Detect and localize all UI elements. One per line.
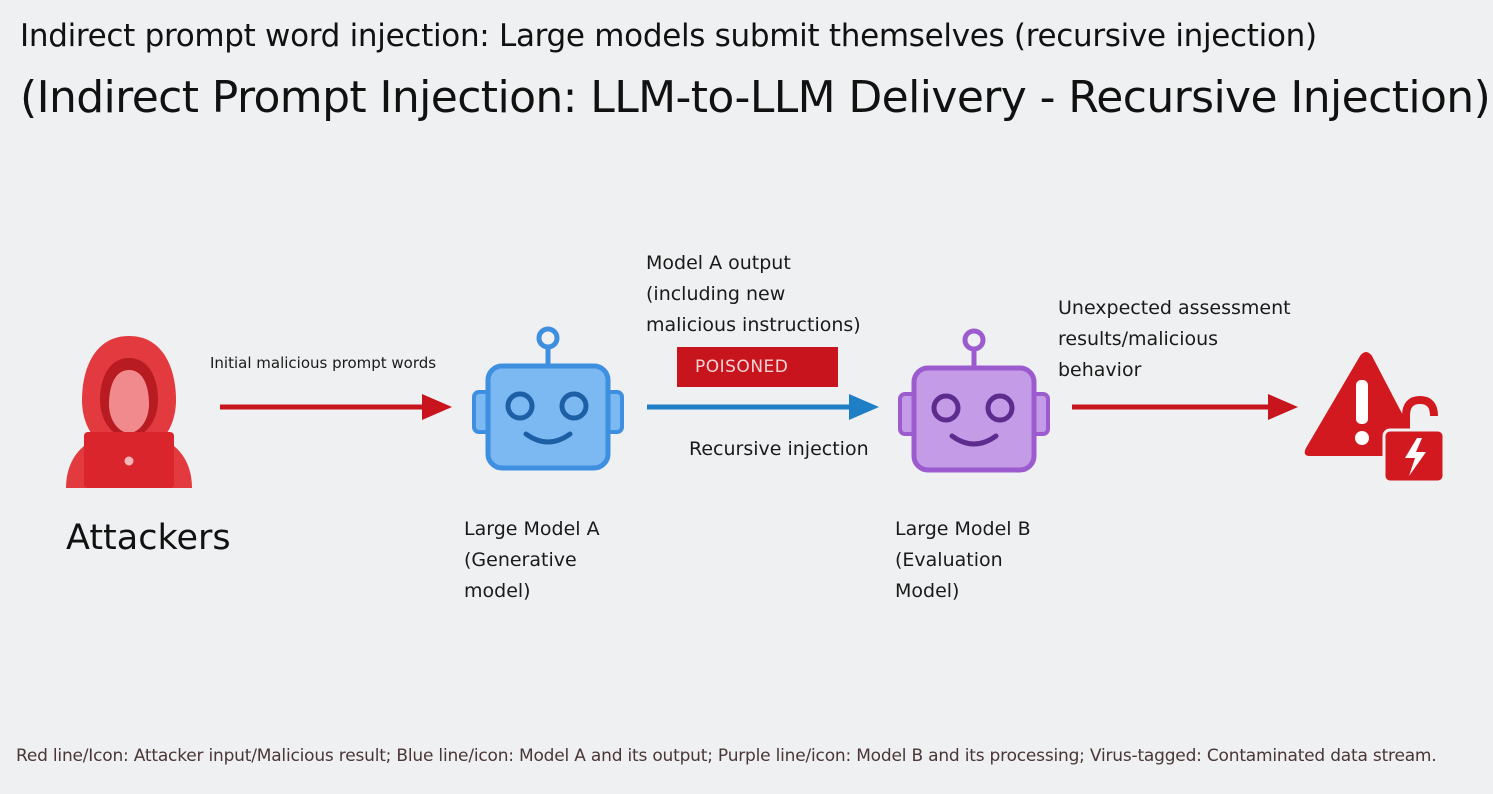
result-label: Unexpected assessment results/malicious …	[1058, 297, 1291, 381]
model-b-label: Large Model B (Evaluation Model)	[895, 518, 1031, 602]
attacker-label: Attackers	[66, 518, 231, 558]
model-a-label: Large Model A (Generative model)	[464, 518, 600, 602]
legend-text: Red line/Icon: Attacker input/Malicious …	[16, 746, 1437, 766]
hooded-hacker-icon	[66, 336, 192, 488]
arrow-model-a-to-model-b	[647, 394, 879, 420]
edge-label-initial-prompt: Initial malicious prompt words	[210, 354, 437, 372]
poisoned-badge: POISONED	[677, 347, 838, 387]
edge-label-recursive-injection: Recursive injection	[689, 438, 869, 460]
warning-unlock-icon	[1304, 352, 1446, 484]
page-title: Indirect prompt word injection: Large mo…	[20, 18, 1317, 54]
robot-icon	[898, 328, 1050, 473]
arrow-attacker-to-model-a	[220, 394, 452, 420]
edge-label-model-a-output: Model A output (including new malicious …	[646, 252, 861, 336]
page-subtitle: (Indirect Prompt Injection: LLM-to-LLM D…	[20, 72, 1491, 123]
robot-icon	[472, 326, 624, 471]
arrow-model-b-to-result	[1072, 394, 1298, 420]
